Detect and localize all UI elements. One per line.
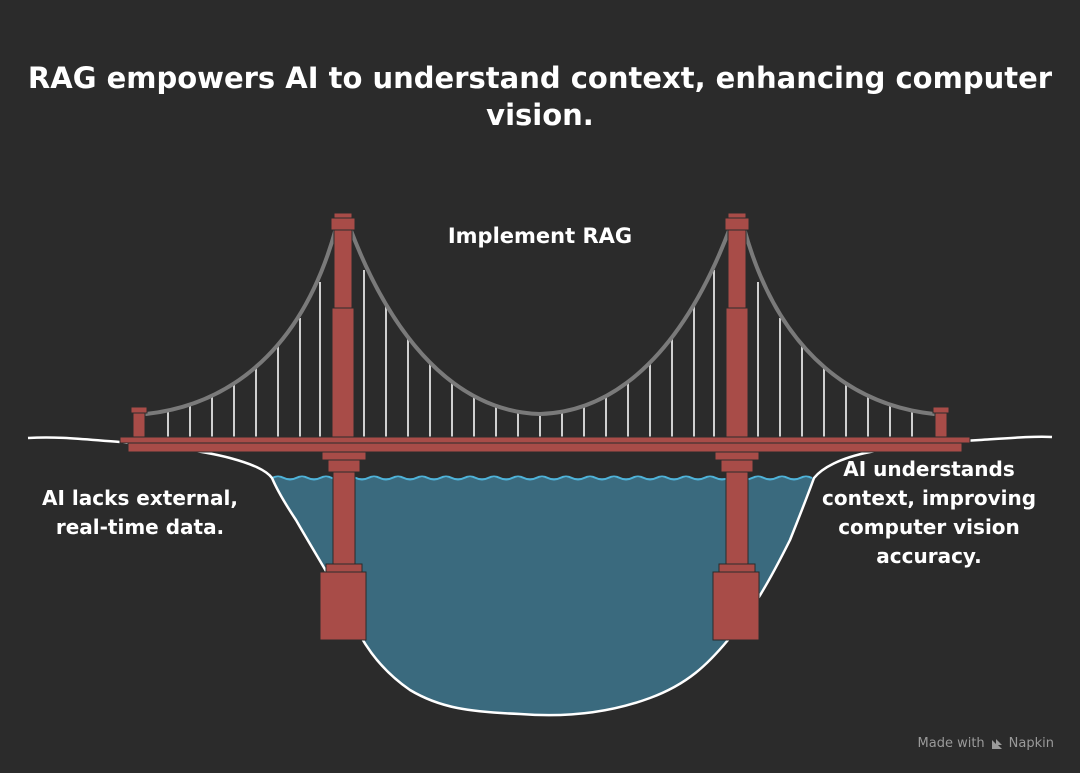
left-pier [319,451,367,641]
left-end-post [130,406,148,439]
water-surface-wave [271,475,813,481]
right-pier [712,451,760,641]
diagram-title: RAG empowers AI to understand context, e… [27,61,1053,132]
napkin-brand-text: Napkin [1008,736,1054,751]
bridge-label: Implement RAG [447,224,633,248]
left-bank-label: AI lacks external, real-time data. [42,486,238,539]
made-with-text: Made with [917,736,985,751]
main-suspension-cable [144,226,936,417]
napkin-watermark: Made with Napkin [918,736,1054,751]
left-tower [330,212,356,439]
ground-outline [27,435,1053,717]
suspender-cables [167,270,913,438]
napkin-logo-icon [991,738,1002,749]
right-bank-label: AI understands context, improving comput… [821,457,1037,568]
river-water [272,478,814,716]
right-tower [724,212,750,439]
right-end-post [932,406,950,439]
bridge-deck [119,436,971,453]
